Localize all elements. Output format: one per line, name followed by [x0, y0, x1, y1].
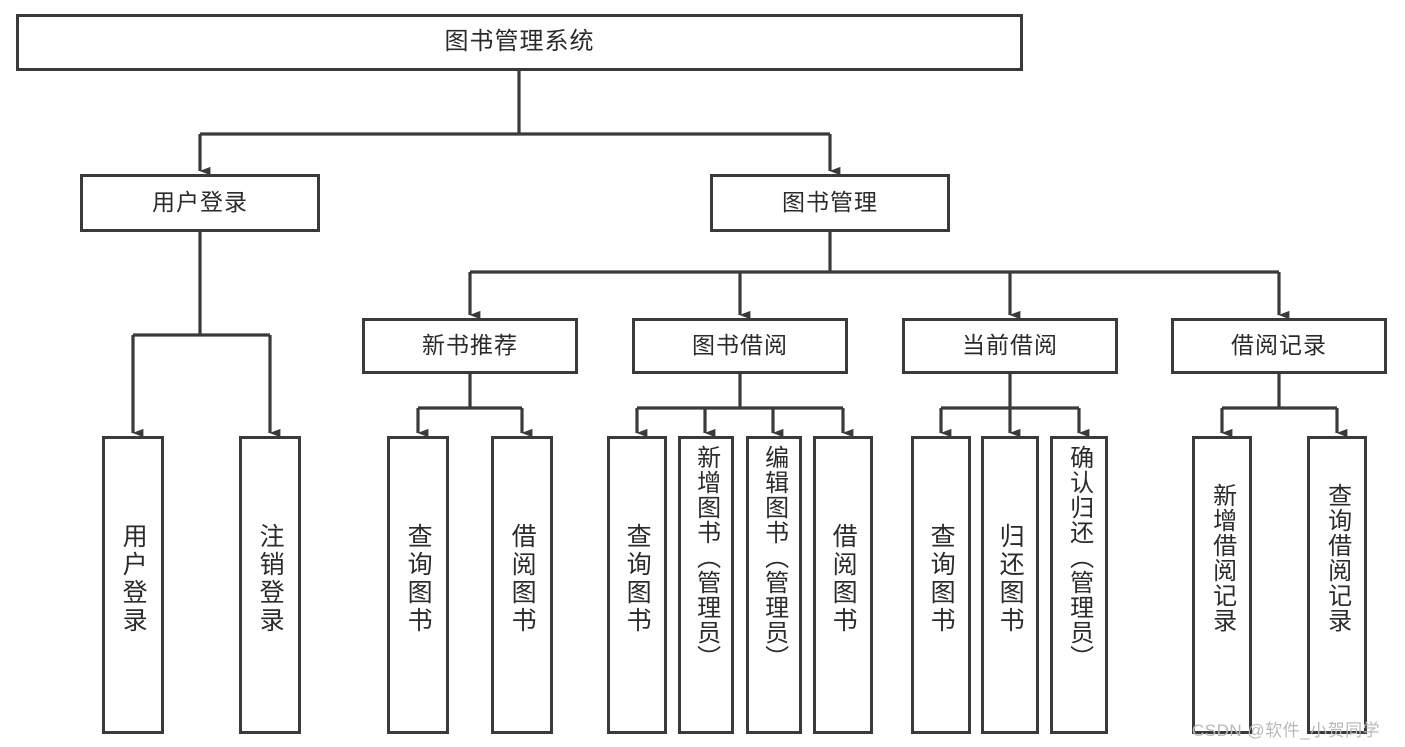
node-label: 查询图书	[404, 523, 433, 635]
node-leaf-logout-login[interactable]: 注销登录	[239, 436, 301, 734]
watermark-credit: CSDN @软件_小贺同学	[1192, 721, 1381, 740]
node-root-system[interactable]: 图书管理系统	[16, 14, 1023, 71]
node-label: 借阅图书	[508, 523, 537, 635]
node-label: 新书推荐	[422, 332, 518, 359]
node-label: 图书管理系统	[444, 28, 595, 56]
node-user-login[interactable]: 用户登录	[80, 174, 320, 232]
node-label: 用户登录	[152, 189, 248, 216]
node-label: 图书借阅	[692, 332, 788, 359]
node-label: 归还图书	[996, 523, 1025, 635]
node-book-borrow[interactable]: 图书借阅	[632, 318, 848, 374]
node-leaf-query-book-3[interactable]: 查询图书	[911, 436, 971, 734]
node-current-borrow[interactable]: 当前借阅	[902, 318, 1118, 374]
node-label: 用户登录	[119, 523, 148, 635]
node-label: 新增借阅记录	[1208, 483, 1236, 633]
node-leaf-query-borrow-record[interactable]: 查询借阅记录	[1307, 436, 1367, 734]
node-label: 借阅记录	[1231, 332, 1327, 359]
node-leaf-query-book-1[interactable]: 查询图书	[387, 436, 449, 734]
node-book-management[interactable]: 图书管理	[710, 174, 950, 232]
node-label: 借阅图书	[829, 523, 858, 635]
node-leaf-user-login[interactable]: 用户登录	[102, 436, 164, 734]
node-label: 查询借阅记录	[1323, 483, 1351, 633]
node-leaf-return-book[interactable]: 归还图书	[981, 436, 1039, 734]
node-leaf-borrow-book-1[interactable]: 借阅图书	[491, 436, 553, 734]
node-label: 图书管理	[782, 189, 878, 216]
node-leaf-add-borrow-record[interactable]: 新增借阅记录	[1192, 436, 1252, 734]
node-leaf-edit-book-admin[interactable]: 编辑图书（管理员）	[746, 436, 802, 734]
node-label: 编辑图书（管理员）	[760, 445, 788, 670]
node-borrow-record[interactable]: 借阅记录	[1171, 318, 1387, 374]
node-label: 当前借阅	[962, 332, 1058, 359]
node-label: 注销登录	[256, 523, 285, 635]
node-leaf-add-book-admin[interactable]: 新增图书（管理员）	[678, 436, 734, 734]
node-new-book-recommend[interactable]: 新书推荐	[362, 318, 578, 374]
node-leaf-borrow-book-2[interactable]: 借阅图书	[813, 436, 873, 734]
node-leaf-query-book-2[interactable]: 查询图书	[607, 436, 667, 734]
node-label: 查询图书	[623, 523, 652, 635]
node-label: 确认归还（管理员）	[1065, 445, 1093, 670]
node-label: 新增图书（管理员）	[692, 445, 720, 670]
node-label: 查询图书	[927, 523, 956, 635]
node-leaf-confirm-return-admin[interactable]: 确认归还（管理员）	[1050, 436, 1108, 734]
